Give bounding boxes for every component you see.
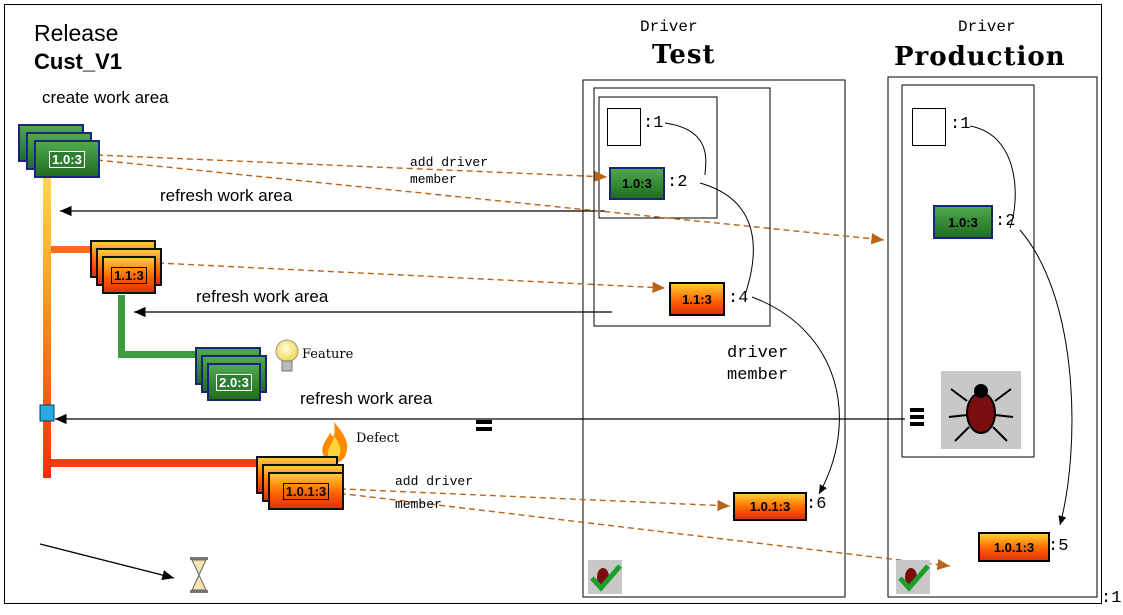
stack-bar-2: [910, 415, 924, 419]
production-member-index-5: :5: [1048, 537, 1069, 556]
test-member-1-0-3[interactable]: 1.0:3: [609, 167, 665, 200]
test-curve-1-to-4: [664, 122, 707, 176]
production-member-empty: [912, 108, 946, 146]
test-driver-label: Driver: [640, 18, 698, 36]
production-member-1-0-3[interactable]: 1.0:3: [933, 205, 993, 239]
version-stack-1-1-3[interactable]: 1.1:3: [90, 240, 172, 296]
test-member-empty: [607, 108, 641, 146]
verified-bug-icon-production: [896, 560, 930, 594]
test-member-index-6: :6: [806, 495, 827, 514]
time-arrow: [39, 543, 175, 581]
test-workarea-outer: [593, 87, 771, 327]
add-driver-member-label-1b: member: [410, 172, 457, 187]
promote-arrow-1: [96, 159, 885, 245]
promote-arrow-2: [319, 490, 951, 571]
production-member-index-2: :2: [995, 212, 1016, 231]
add-driver-member-label-2a: add driver: [395, 474, 474, 489]
release-label: Release: [34, 20, 119, 46]
defect-label: Defect: [356, 431, 400, 446]
lock-bar-1: [476, 420, 492, 424]
add-member-arrow-2: [157, 262, 666, 293]
test-curve-2-to-4: [699, 182, 754, 296]
release-trunk: [43, 178, 51, 478]
add-member-arrow-3: [319, 487, 731, 512]
hourglass-icon: [190, 557, 208, 593]
verified-bug-icon-test: [588, 560, 622, 594]
driver-member-label-a: driver: [727, 344, 789, 363]
production-driver-label: Driver: [958, 18, 1016, 36]
flame-icon: [322, 422, 348, 463]
production-env-name: Production: [894, 42, 1066, 72]
version-label: 1.0.1:3: [282, 482, 330, 500]
prod-curve-2-to-5: [1019, 229, 1073, 526]
version-stack-1-0-3[interactable]: 1.0:3: [18, 124, 100, 180]
stack-bar-1: [910, 408, 924, 412]
test-curve-4-to-6: [751, 296, 840, 495]
refresh-work-area-label-3: refresh work area: [300, 389, 433, 408]
version-label: 2.0:3: [216, 373, 252, 391]
feature-label: Feature: [302, 347, 354, 362]
driver-member-label-b: member: [727, 366, 789, 385]
stack-bar-3: [910, 422, 924, 426]
test-member-index-1: :1: [643, 114, 664, 133]
version-label: 1.0:3: [49, 150, 85, 168]
version-stack-1-0-1-3[interactable]: 1.0.1:3: [256, 456, 356, 516]
production-member-1-0-1-3[interactable]: 1.0.1:3: [978, 532, 1050, 562]
test-env-name: Test: [652, 40, 716, 70]
test-driver-box: [582, 79, 846, 598]
version-stack-2-0-3[interactable]: 2.0:3: [195, 347, 277, 403]
add-driver-member-label-1a: add driver: [410, 155, 489, 170]
refresh-work-area-label-1: refresh work area: [160, 186, 293, 205]
branch-1-1: [51, 246, 97, 253]
add-member-arrow-1: [96, 154, 608, 183]
production-driver-box: [887, 76, 1098, 598]
trunk-marker: [39, 404, 55, 422]
refresh-work-area-label-2: refresh work area: [196, 287, 329, 306]
corner-index-label: :1: [1101, 589, 1122, 608]
add-driver-member-label-2b: member: [395, 497, 442, 512]
version-label: 1.1:3: [111, 266, 147, 284]
lock-bar-2: [476, 427, 492, 431]
branch-2-0-horizontal: [118, 351, 198, 358]
create-work-area-label: create work area: [42, 88, 169, 107]
production-member-index-1: :1: [950, 115, 971, 134]
branch-1-0-1: [51, 459, 261, 467]
lightbulb-icon: [275, 339, 299, 372]
test-member-1-1-3[interactable]: 1.1:3: [669, 282, 725, 316]
prod-curve-1-to-2: [969, 125, 1016, 229]
bug-icon: [941, 371, 1021, 449]
diagram-frame: [4, 4, 1102, 604]
cust-label: Cust_V1: [34, 49, 123, 74]
test-member-1-0-1-3[interactable]: 1.0.1:3: [733, 492, 807, 521]
production-workarea: [901, 84, 1035, 458]
test-member-index-4: :4: [728, 289, 749, 308]
test-member-index-2: :2: [667, 173, 688, 192]
test-workarea-inner: [598, 96, 718, 219]
branch-2-0-vertical: [118, 295, 125, 357]
